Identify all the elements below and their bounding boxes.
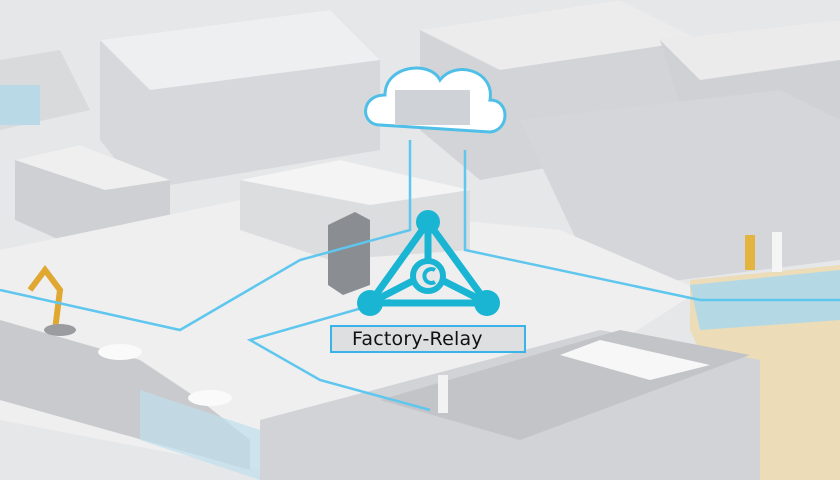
label-text: Factory-Relay: [352, 328, 483, 350]
factory-relay-logo-icon: [357, 210, 500, 316]
factory-floor: [0, 160, 840, 480]
workers: [438, 232, 782, 413]
network-lines: [0, 140, 840, 412]
factory-relay-label: Factory-Relay: [330, 325, 526, 353]
cloud-datacenter-icon: [364, 66, 507, 134]
